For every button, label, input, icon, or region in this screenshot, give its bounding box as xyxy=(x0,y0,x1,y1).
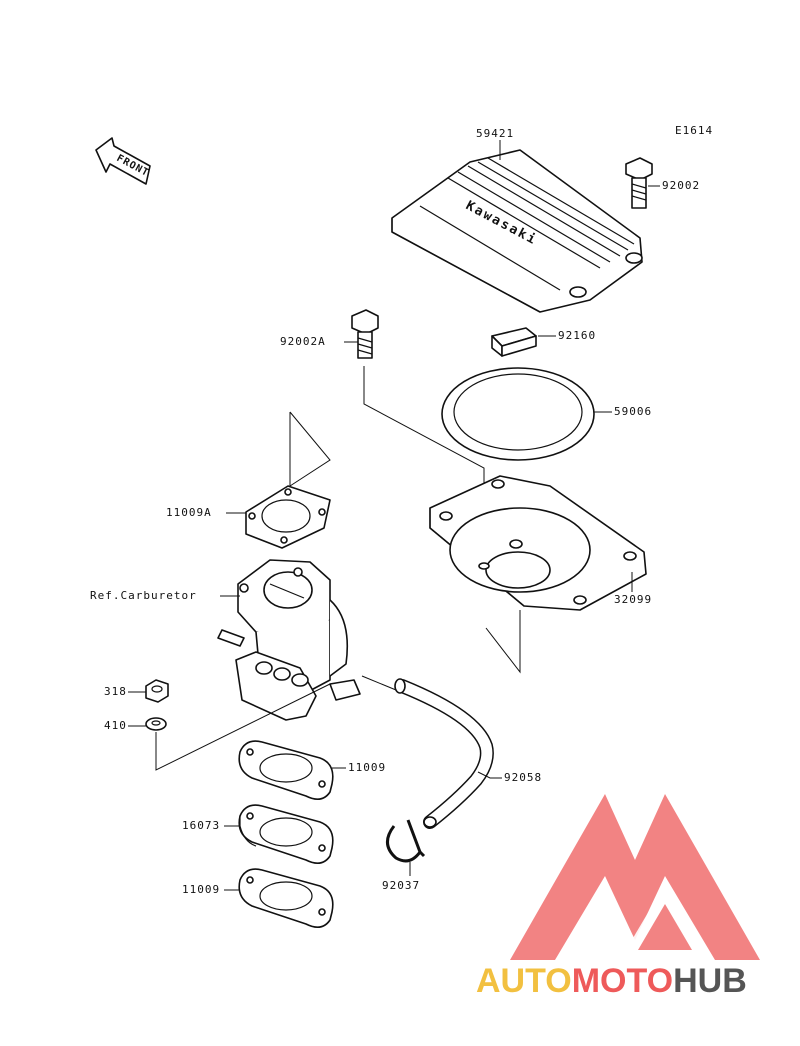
callout-cover: 59421 xyxy=(476,127,514,140)
callout-gasket-1: 11009 xyxy=(348,761,386,774)
callout-nut: 318 xyxy=(104,685,127,698)
callout-hose: 92058 xyxy=(504,771,542,784)
nut-318 xyxy=(145,679,169,703)
callout-seal-ring: 59006 xyxy=(614,405,652,418)
hose-92058 xyxy=(394,678,494,829)
callout-washer: 410 xyxy=(104,719,127,732)
clamp-92037 xyxy=(386,819,426,863)
watermark-part1: AUTO xyxy=(476,962,572,1000)
svg-text:AUTOMOTOHUB: AUTOMOTOHUB xyxy=(476,962,747,1000)
plate-32099 xyxy=(429,475,647,611)
callout-plate: 32099 xyxy=(614,593,652,606)
callout-gasket-2: 11009 xyxy=(182,883,220,896)
callout-clamp: 92037 xyxy=(382,879,420,892)
callout-cover-bolt: 92002 xyxy=(662,179,700,192)
watermark-logo-icon xyxy=(510,794,760,960)
gasket-11009-upper xyxy=(238,740,334,800)
automotohub-watermark: AUTOMOTOHUB xyxy=(476,794,760,1000)
bolt-92002 xyxy=(625,157,653,209)
front-arrow-icon: FRONT xyxy=(95,137,151,185)
washer-410 xyxy=(145,717,167,731)
callout-insulator: 16073 xyxy=(182,819,220,832)
diagram-code: E1614 xyxy=(675,124,713,137)
watermark-part3: HUB xyxy=(673,962,747,1000)
gasket-11009-lower xyxy=(238,868,334,928)
insulator-16073 xyxy=(238,804,334,864)
seal-ring-59006 xyxy=(441,367,595,461)
gasket-11009A xyxy=(245,485,331,549)
callout-bolt-a: 92002A xyxy=(280,335,326,348)
callout-carburetor-ref: Ref.Carburetor xyxy=(90,589,197,602)
air-cleaner-cover: Kawasaki xyxy=(391,149,643,313)
carburetor-ref xyxy=(217,559,361,721)
block-92160 xyxy=(491,327,537,357)
watermark-part2: MOTO xyxy=(572,962,673,1000)
callout-gasket-a: 11009A xyxy=(166,506,212,519)
bolt-92002A xyxy=(351,309,379,359)
callout-block: 92160 xyxy=(558,329,596,342)
